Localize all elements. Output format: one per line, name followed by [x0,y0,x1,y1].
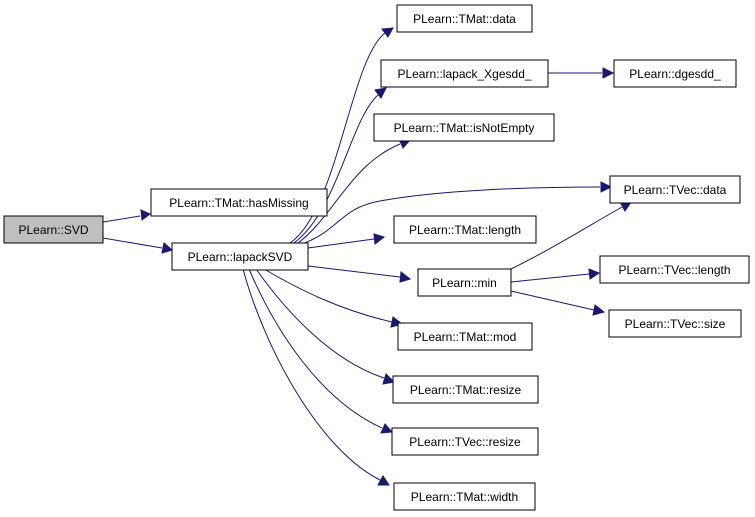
node-tmat-resize[interactable]: PLearn::TMat::resize [392,375,539,404]
node-tvec-length-label: PLearn::TVec::length [618,263,730,277]
node-min[interactable]: PLearn::min [417,268,512,297]
node-lapack-xgesdd-label: PLearn::lapack_Xgesdd_ [397,67,531,81]
node-min-label: PLearn::min [432,276,497,290]
edge-lapacksvd-to-tmat-length [307,233,386,249]
nodes: PLearn::SVD PLearn::TMat::hasMissing PLe… [3,4,750,511]
node-tmat-width[interactable]: PLearn::TMat::width [393,482,536,511]
edge-min-to-tvec-length [510,268,601,283]
node-tmat-resize-label: PLearn::TMat::resize [410,383,522,397]
node-tmat-mod[interactable]: PLearn::TMat::mod [397,322,533,351]
edge-lapacksvd-to-tmat-resize [255,268,396,385]
edge-lapacksvd-to-tmat-data [289,27,394,244]
edges [102,27,632,486]
edge-lapacksvd-to-tvec-resize [248,268,394,434]
edge-min-to-tvec-size [510,290,606,316]
node-tmat-isnotempty-label: PLearn::TMat::isNotEmpty [394,121,535,135]
node-tvec-size[interactable]: PLearn::TVec::size [608,309,742,338]
node-tmat-isnotempty[interactable]: PLearn::TMat::isNotEmpty [373,113,555,142]
node-tmat-data[interactable]: PLearn::TMat::data [396,4,533,33]
edge-lapack-xgesdd-to-dgesdd [548,67,615,79]
node-lapacksvd-label: PLearn::lapackSVD [188,250,293,264]
node-tmat-length-label: PLearn::TMat::length [409,223,521,237]
node-tvec-resize[interactable]: PLearn::TVec::resize [391,427,539,456]
edge-svd-to-hasmissing [102,209,151,223]
node-tmat-hasmissing-label: PLearn::TMat::hasMissing [169,196,308,210]
node-tvec-resize-label: PLearn::TVec::resize [409,435,521,449]
edge-lapacksvd-to-tmat-mod [263,268,404,328]
node-tvec-size-label: PLearn::TVec::size [625,317,726,331]
node-dgesdd[interactable]: PLearn::dgesdd_ [613,59,737,88]
node-tmat-length[interactable]: PLearn::TMat::length [393,215,537,244]
node-tmat-data-label: PLearn::TMat::data [413,12,516,26]
edge-lapacksvd-to-lapack-xgesdd [293,87,387,244]
node-lapacksvd[interactable]: PLearn::lapackSVD [171,242,309,271]
edge-svd-to-lapacksvd [102,237,174,254]
node-dgesdd-label: PLearn::dgesdd_ [629,67,721,81]
node-lapack-xgesdd[interactable]: PLearn::lapack_Xgesdd_ [380,59,549,88]
node-svd[interactable]: PLearn::SVD [3,215,104,244]
edge-lapacksvd-to-tvec-data [301,181,613,245]
node-tmat-mod-label: PLearn::TMat::mod [414,330,517,344]
node-tmat-hasmissing[interactable]: PLearn::TMat::hasMissing [150,188,328,217]
node-tmat-width-label: PLearn::TMat::width [411,490,518,504]
node-tvec-data-label: PLearn::TVec::data [624,183,727,197]
edge-lapacksvd-to-min [307,265,412,283]
edge-lapacksvd-to-tmat-width [242,268,390,486]
node-tvec-length[interactable]: PLearn::TVec::length [599,255,750,284]
node-svd-label: PLearn::SVD [18,223,88,237]
node-tvec-data[interactable]: PLearn::TVec::data [609,175,741,204]
